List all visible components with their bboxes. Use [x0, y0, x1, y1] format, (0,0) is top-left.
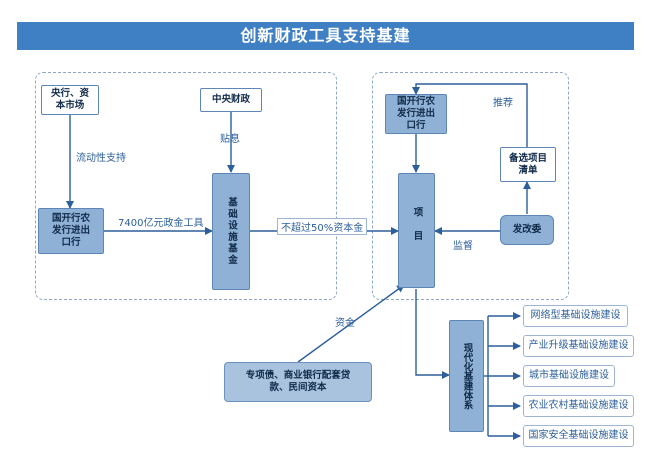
- policy-banks-right-node: 国开行农发行进出口行: [385, 94, 447, 134]
- project-node: 项目: [398, 173, 435, 288]
- arrow-reserve-to-policy-banks: [412, 83, 528, 147]
- funds-label: 资金: [335, 318, 355, 329]
- reserve-project-list-node: 备选项目清单: [500, 147, 556, 182]
- outcome-urban-infra: 城市基础设施建设: [523, 365, 615, 387]
- central-bank-capital-market-node: 央行、资本市场: [41, 85, 99, 115]
- arrow-funding-to-project: [297, 284, 405, 363]
- tool-amount-label: 7400亿元政金工具: [118, 218, 204, 229]
- infra-fund-node: 基础设施基金: [212, 173, 250, 290]
- outcome-national-security-infra: 国家安全基础设施建设: [523, 425, 634, 447]
- ndrc-node: 发改委: [500, 215, 554, 245]
- supervise-label: 监督: [453, 241, 473, 252]
- right-dashed-group: [372, 72, 569, 300]
- outcome-agri-rural-infra: 农业农村基础设施建设: [523, 395, 634, 417]
- outcome-industrial-infra: 产业升级基础设施建设: [523, 335, 634, 357]
- recommend-label: 推荐: [493, 98, 513, 109]
- policy-banks-node: 国开行农发行进出口行: [38, 208, 104, 254]
- left-dashed-group: [35, 72, 337, 300]
- modern-infra-system-node: 现代化基建体系: [449, 320, 484, 432]
- central-finance-node: 中央财政: [200, 88, 262, 112]
- funding-sources-node: 专项债、商业银行配套贷款、民间资本: [224, 362, 372, 402]
- outcome-network-infra: 网络型基础设施建设: [523, 305, 628, 327]
- arrow-project-to-modern: [415, 289, 450, 379]
- capital-limit-label: 不超过50%资本金: [277, 218, 368, 235]
- liquidity-support-label: 流动性支持: [76, 153, 126, 164]
- page-title: 创新财政工具支持基建: [17, 22, 634, 50]
- subsidy-label: 贴息: [220, 134, 240, 145]
